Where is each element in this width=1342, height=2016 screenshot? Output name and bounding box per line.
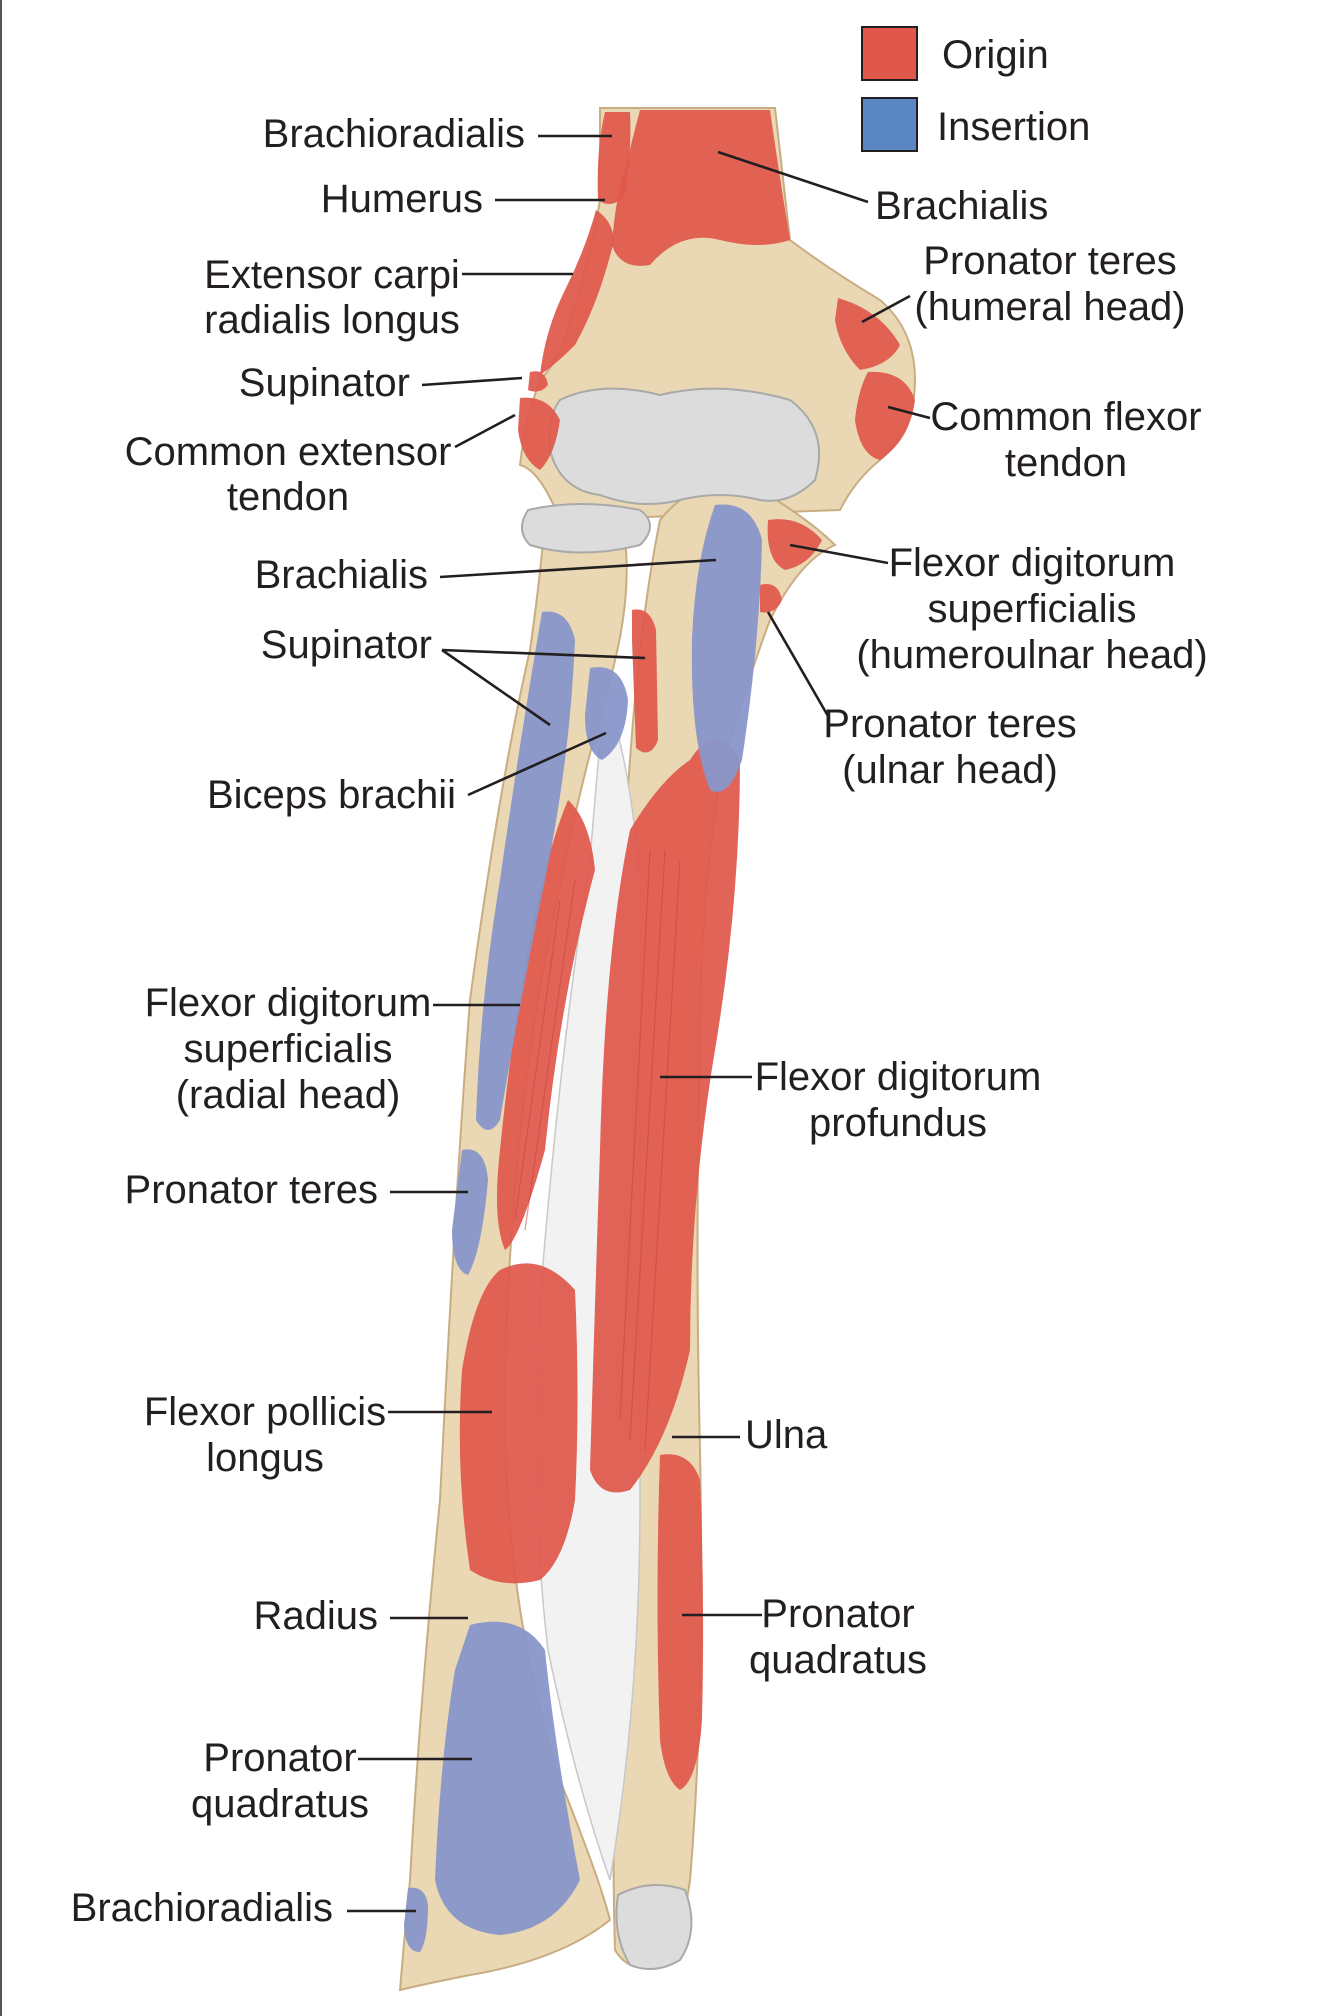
label-fds-hu-line2: superficialis xyxy=(928,587,1137,631)
label-fds-radial-line1: Flexor digitorum xyxy=(145,981,432,1025)
radial-head-cartilage xyxy=(521,503,651,554)
label-radius: Radius xyxy=(253,1594,378,1638)
pronator-teres-ulnar-origin xyxy=(760,584,782,613)
leader-biceps-brachii xyxy=(467,731,607,797)
trochlea-cartilage xyxy=(548,387,821,505)
label-brachioradialis-bottom: Brachioradialis xyxy=(71,1886,333,1930)
brachialis-insertion xyxy=(691,504,762,792)
leader-supinator-top xyxy=(421,376,523,387)
common-flexor-origin xyxy=(855,371,915,460)
label-pq-left-line2: quadratus xyxy=(191,1782,369,1826)
label-pq-right-line2: quadratus xyxy=(749,1638,927,1682)
label-ecrl-line1: Extensor carpi xyxy=(204,253,460,297)
leader-supinator-mid-ulnar xyxy=(441,648,646,660)
label-humerus: Humerus xyxy=(321,177,483,221)
fpl-origin xyxy=(459,1263,578,1584)
supinator-radial-insertion xyxy=(476,611,575,1130)
common-extensor-origin xyxy=(518,397,560,470)
label-fds-hu-line3: (humeroulnar head) xyxy=(856,633,1207,677)
label-brachialis-origin: Brachialis xyxy=(875,184,1048,228)
leader-brachialis-origin xyxy=(717,150,869,204)
label-supinator-mid: Supinator xyxy=(261,623,432,667)
pronator-quadratus-origin xyxy=(657,1454,704,1790)
supinator-humeral-origin xyxy=(528,371,548,392)
label-pt-humeral-line2: (humeral head) xyxy=(914,285,1185,329)
muscle-fiber-hatching xyxy=(514,849,681,1451)
brachialis-origin xyxy=(612,110,790,266)
label-pronator-teres-left: Pronator teres xyxy=(125,1168,378,1212)
label-pq-right-line1: Pronator xyxy=(761,1592,914,1636)
leader-common-extensor xyxy=(454,413,516,449)
leader-common-flexor xyxy=(887,405,931,420)
label-pt-humeral-line1: Pronator teres xyxy=(923,239,1176,283)
label-pt-ulnar-line1: Pronator teres xyxy=(823,702,1076,746)
origin-legend-swatch xyxy=(861,26,918,81)
label-common-flexor-line2: tendon xyxy=(1005,441,1127,485)
leader-brachialis-insertion xyxy=(439,558,717,579)
label-pq-left-line1: Pronator xyxy=(203,1736,356,1780)
leader-fds-hu xyxy=(789,543,889,565)
insertion-legend-label: Insertion xyxy=(937,105,1090,149)
label-fdp-line1: Flexor digitorum xyxy=(755,1055,1042,1099)
label-ulna: Ulna xyxy=(745,1413,828,1457)
legend: Origin Insertion xyxy=(861,26,1090,152)
label-fpl-line1: Flexor pollicis xyxy=(144,1390,386,1434)
origin-legend-label: Origin xyxy=(942,33,1049,77)
label-fds-radial-line3: (radial head) xyxy=(176,1073,401,1117)
label-fdp-line2: profundus xyxy=(809,1101,987,1145)
leader-supinator-mid-radial xyxy=(441,648,551,727)
insertion-legend-swatch xyxy=(861,97,918,152)
leader-pt-ulnar xyxy=(766,611,830,717)
label-fds-hu-line1: Flexor digitorum xyxy=(889,541,1176,585)
left-labels: Brachioradialis Humerus Extensor carpi r… xyxy=(71,112,717,1930)
pronator-teres-insertion xyxy=(452,1149,488,1275)
label-ecrl-line2: radialis longus xyxy=(204,298,460,342)
supinator-ulnar-origin xyxy=(632,609,658,753)
label-brachioradialis-top: Brachioradialis xyxy=(263,112,525,156)
pronator-teres-humeral-origin xyxy=(835,298,900,370)
label-common-flexor-line1: Common flexor xyxy=(930,395,1201,439)
label-common-extensor-line1: Common extensor xyxy=(125,430,452,474)
ecrl-origin xyxy=(540,210,614,375)
leader-pt-humeral xyxy=(861,294,911,324)
right-labels: Brachialis Pronator teres (humeral head)… xyxy=(660,150,1208,1682)
label-brachialis-insertion: Brachialis xyxy=(255,553,428,597)
forearm-illustration xyxy=(398,107,917,1992)
label-common-extensor-line2: tendon xyxy=(227,475,349,519)
label-fds-radial-line2: superficialis xyxy=(184,1027,393,1071)
brachioradialis-insertion xyxy=(404,1887,428,1952)
label-fpl-line2: longus xyxy=(206,1436,324,1480)
label-pt-ulnar-line2: (ulnar head) xyxy=(842,748,1058,792)
ulna-styloid-cartilage xyxy=(615,1884,693,1970)
label-biceps-brachii: Biceps brachii xyxy=(207,773,456,817)
label-supinator-top: Supinator xyxy=(239,361,410,405)
pronator-quadratus-insertion xyxy=(435,1621,580,1935)
